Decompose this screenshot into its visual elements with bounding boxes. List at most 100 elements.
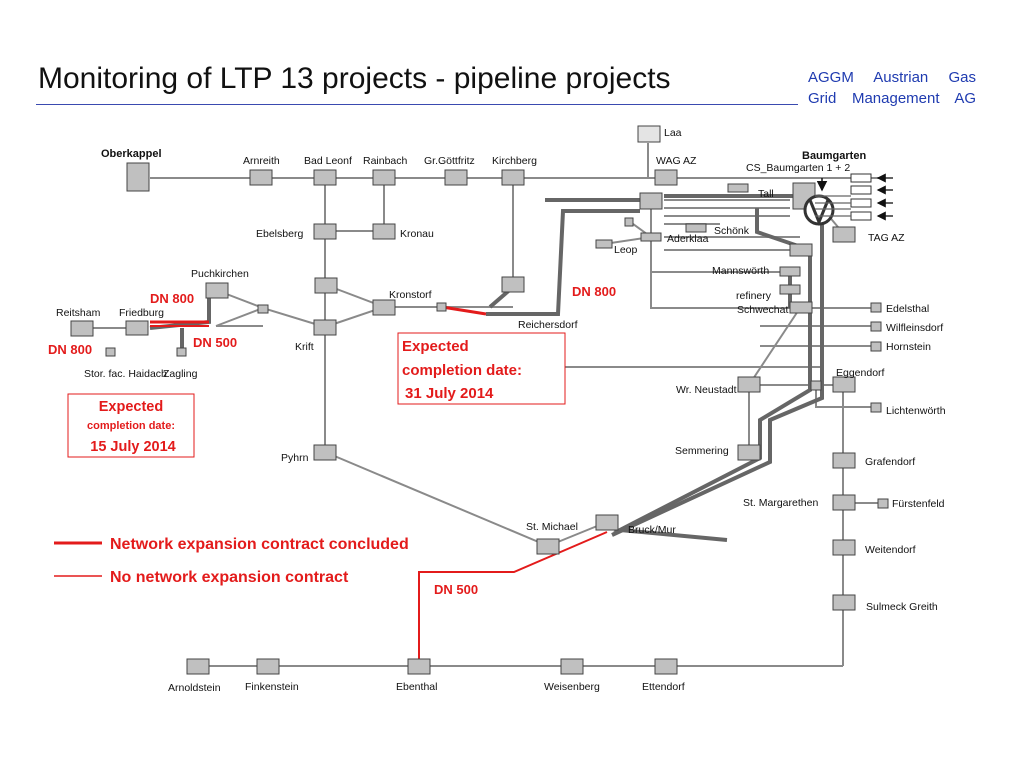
pipe-east-dn800 — [486, 209, 640, 316]
expected-box-1: Expected completion date: 15 July 2014 — [67, 393, 195, 458]
node-st-margarethen — [832, 494, 856, 511]
expected1-title: Expected — [99, 399, 163, 415]
expected1-sub: completion date: — [87, 420, 175, 432]
import-point-1 — [850, 173, 872, 183]
label-krift: Krift — [295, 341, 314, 353]
label-tag-az: TAG AZ — [868, 232, 905, 244]
node-gr-gottfritz — [444, 169, 468, 186]
label-hornstein: Hornstein — [886, 341, 931, 353]
label-wag-az: WAG AZ — [656, 155, 697, 167]
node-zagling — [176, 347, 187, 357]
red-kronstorf-reichersdorf — [441, 305, 487, 316]
label-refinery: refinery — [736, 290, 772, 302]
pipe-valve-loop — [815, 385, 843, 408]
node-bad-leonf — [313, 169, 337, 186]
node-tag-az — [832, 226, 856, 243]
node-leop — [595, 239, 613, 249]
label-weitendorf: Weitendorf — [865, 544, 916, 556]
label-furstenfeld: Fürstenfeld — [892, 498, 945, 510]
label-baumgarten: Baumgarten — [802, 150, 866, 162]
label-weisenberg: Weisenberg — [544, 681, 600, 693]
expected2-line2: completion date: — [402, 362, 522, 379]
label-arnoldstein: Arnoldstein — [168, 682, 221, 694]
node-lichtenworth — [870, 402, 882, 413]
label-kronau: Kronau — [400, 228, 434, 240]
node-friedburg — [125, 320, 149, 336]
label-kirchberg: Kirchberg — [492, 155, 537, 167]
label-leop: Leop — [614, 244, 638, 256]
expected2-date: 31 July 2014 — [405, 385, 494, 402]
node-reichersdorf — [501, 276, 525, 293]
legend-none-label: No network expansion contract — [110, 569, 349, 586]
label-finkenstein: Finkenstein — [245, 681, 299, 693]
compressor-v-icon — [808, 199, 830, 226]
node-semmering — [737, 444, 761, 461]
pipe-hub-2 — [650, 237, 790, 273]
page-title: Monitoring of LTP 13 projects - pipeline… — [38, 62, 671, 95]
expected-box-2: Expected completion date: 31 July 2014 — [397, 332, 566, 405]
label-schonk: Schönk — [714, 225, 750, 237]
node-pyhrn — [313, 444, 337, 461]
node-sulmeck-greith — [832, 594, 856, 611]
label-mannsworth: Mannswörth — [712, 265, 769, 277]
node-edelsthal — [870, 302, 882, 313]
baumgarten-import-points — [850, 173, 872, 221]
label-zagling: Zagling — [163, 368, 198, 380]
label-grafendorf: Grafendorf — [865, 456, 915, 468]
dn800-east: DN 800 — [572, 284, 616, 299]
label-st-michael: St. Michael — [526, 521, 578, 533]
node-krift — [313, 319, 337, 336]
node-labels: Oberkappel Arnreith Bad Leonf Rainbach G… — [56, 127, 946, 694]
dn-annotations: DN 800 DN 800 DN 500 DN 800 DN 500 — [48, 284, 616, 597]
node-aderklaa — [640, 232, 662, 242]
node-rainbach — [372, 169, 396, 186]
label-cs-baumgarten: CS_Baumgarten 1 + 2 — [746, 162, 850, 174]
dn500-south: DN 500 — [434, 582, 478, 597]
node-unnamed-1 — [314, 277, 338, 294]
legend-concluded-label: Network expansion contract concluded — [110, 536, 409, 553]
node-wilfleinsdorf — [870, 321, 882, 332]
label-puchkirchen: Puchkirchen — [191, 268, 249, 280]
label-gr-gottfritz: Gr.Göttfritz — [424, 155, 475, 167]
pipe-baumgarten-south-b — [611, 208, 824, 537]
red-pipelines — [150, 305, 608, 666]
import-point-4 — [850, 211, 872, 221]
company-line-2: Grid Management AG — [808, 90, 976, 107]
expected2-line1: Expected — [402, 338, 469, 355]
node-schonk-small — [624, 217, 634, 227]
legend: Network expansion contract concluded No … — [54, 536, 409, 586]
pipe-pyhrn-stmichael — [324, 451, 549, 547]
red-ebenthal-bruck — [418, 531, 608, 666]
node-haidach — [105, 347, 116, 357]
node-valve-eggendorf — [810, 380, 822, 391]
expected1-date: 15 July 2014 — [90, 439, 175, 455]
node-st-michael — [536, 538, 560, 555]
label-laa: Laa — [664, 127, 682, 139]
import-point-3 — [850, 198, 872, 208]
label-friedburg: Friedburg — [119, 307, 164, 319]
node-baumgarten-hub — [789, 243, 813, 257]
label-st-margarethen: St. Margarethen — [743, 497, 818, 509]
label-semmering: Semmering — [675, 445, 729, 457]
node-arnreith — [249, 169, 273, 186]
node-tall — [727, 183, 749, 193]
label-edelsthal: Edelsthal — [886, 303, 929, 315]
label-rainbach: Rainbach — [363, 155, 408, 167]
node-laa — [637, 125, 661, 143]
label-tall: Tall — [758, 188, 774, 200]
label-stor-haidach: Stor. fac. Haidach — [84, 368, 167, 380]
node-boxes — [70, 125, 889, 675]
node-mannsworth — [779, 266, 801, 277]
label-eggendorf: Eggendorf — [836, 367, 885, 379]
company-line-1: AGGM Austrian Gas — [808, 69, 976, 86]
pipe-krift-kronstorf — [324, 306, 513, 328]
label-wilfleinsdorf: Wilfleinsdorf — [886, 322, 943, 334]
label-lichtenworth: Lichtenwörth — [886, 405, 946, 417]
pipe-baumgarten-south-a — [612, 208, 812, 542]
node-wr-neustadt — [737, 376, 761, 393]
node-valve-puch — [257, 304, 269, 314]
node-valve-kronstorf — [436, 302, 447, 312]
title-divider — [36, 104, 798, 105]
node-oberkappel — [126, 162, 150, 192]
